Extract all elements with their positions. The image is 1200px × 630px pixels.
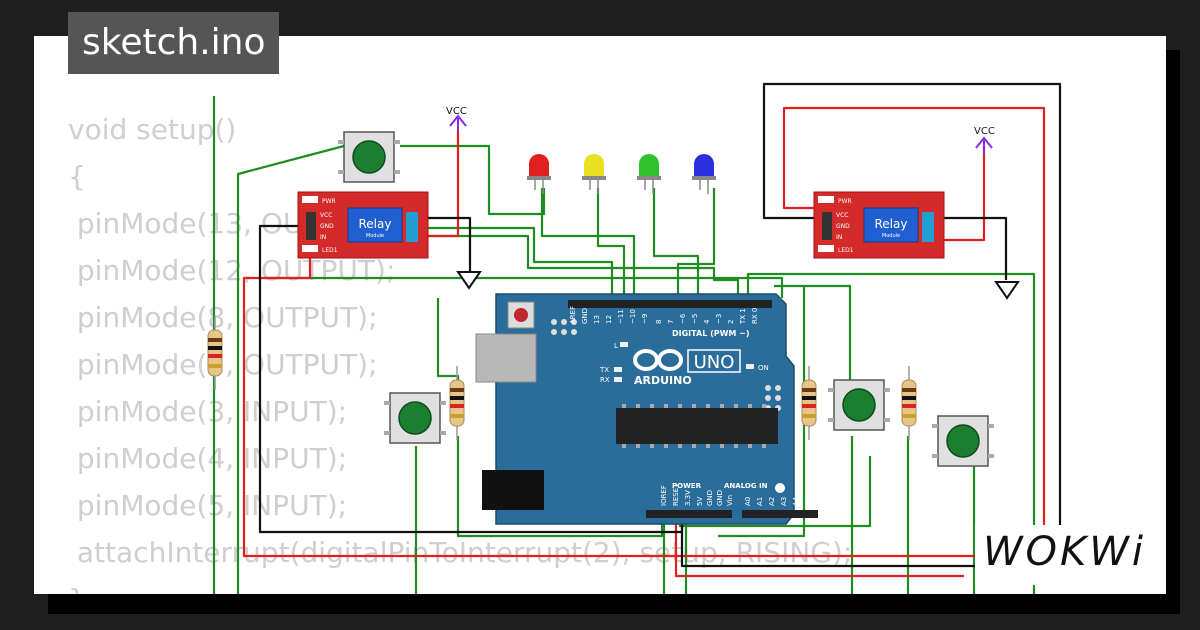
resistor <box>901 365 917 441</box>
pin-label: 3.3V <box>684 490 692 506</box>
pin-label: A2 <box>768 497 776 506</box>
arduino-uno-board: AREF GND 13 12 ~11 ~10 ~9 8 7 ~6 ~5 4 ~3… <box>475 293 818 525</box>
push-button[interactable] <box>931 415 995 467</box>
pin-label: RESET <box>672 483 680 506</box>
svg-text:LED1: LED1 <box>322 247 338 254</box>
brand-text: WOKWi <box>983 529 1146 575</box>
code-line: pinMode(12, OUTPUT); <box>68 254 396 287</box>
svg-text:ON: ON <box>758 364 769 372</box>
preview-card: void setup(){ pinMode(13, OUTPUT); pinMo… <box>34 36 1166 594</box>
pin-label: GND <box>581 308 589 324</box>
push-button[interactable] <box>383 392 447 444</box>
svg-text:GND: GND <box>320 223 334 230</box>
pin-label: 8 <box>655 320 663 324</box>
svg-text:GND: GND <box>836 223 850 230</box>
green-wires <box>212 96 1036 594</box>
svg-text:Relay: Relay <box>875 217 908 231</box>
pin-label: Vin <box>726 495 734 506</box>
relay-module: PWR LED1 VCC GND IN Relay Module <box>297 191 429 259</box>
svg-text:VCC: VCC <box>836 212 848 219</box>
pin-label: GND <box>706 490 714 506</box>
code-line: } <box>68 576 852 594</box>
push-button[interactable] <box>337 131 401 183</box>
code-line: attachInterrupt(digitalPinToInterrupt(2)… <box>68 536 853 569</box>
red-led <box>526 153 552 195</box>
black-wires <box>258 82 1062 568</box>
pin-label: TX 1 <box>739 308 747 325</box>
code-line: { <box>68 160 86 193</box>
yellow-led <box>581 153 607 195</box>
pin-label: ~9 <box>641 314 649 324</box>
svg-text:ARDUINO: ARDUINO <box>634 374 692 387</box>
circuit-diagram: VCC VCC PWR LED1 VCC GND IN Relay Mod <box>207 82 1062 594</box>
svg-text:ANALOG IN: ANALOG IN <box>724 482 768 490</box>
push-button[interactable] <box>827 379 891 431</box>
pin-label: 2 <box>727 320 735 324</box>
ground-icon <box>994 281 1020 300</box>
pin-label: GND <box>716 490 724 506</box>
svg-text:LED1: LED1 <box>838 247 854 254</box>
pin-label: A1 <box>756 497 764 506</box>
ground-icon <box>456 271 482 290</box>
pin-label: A5 <box>804 497 812 506</box>
svg-text:Module: Module <box>366 233 384 239</box>
pin-label: ~11 <box>617 309 625 324</box>
svg-text:PWR: PWR <box>838 198 852 205</box>
svg-text:Module: Module <box>882 233 900 239</box>
svg-text:IN: IN <box>320 234 326 241</box>
svg-text:IN: IN <box>836 234 842 241</box>
model-label: UNO <box>694 352 735 373</box>
blue-led <box>691 153 717 195</box>
vcc-icon <box>449 114 993 154</box>
svg-text:PWR: PWR <box>322 198 336 205</box>
pin-label: A0 <box>744 497 752 506</box>
pin-label: RX 0 <box>751 308 759 324</box>
pin-label: A4 <box>792 496 800 506</box>
pin-label: 12 <box>605 315 613 324</box>
wokwi-logo: WOKWi <box>975 525 1165 585</box>
digital-label: DIGITAL (PWM ~) <box>672 329 750 338</box>
relay-module: PWR LED1 VCC GND IN Relay Module <box>813 191 945 259</box>
pin-label: IOREF <box>660 485 668 506</box>
vcc-label: VCC <box>974 126 995 137</box>
pin-label: 4 <box>703 319 711 324</box>
svg-text:TX: TX <box>599 366 609 374</box>
arduino-logo-icon <box>633 349 683 371</box>
vcc-label: VCC <box>446 106 467 117</box>
green-led <box>636 153 662 195</box>
code-line: pinMode(8, OUTPUT); <box>68 301 378 334</box>
pin-label: ~6 <box>679 313 687 324</box>
resistor <box>207 315 223 391</box>
code-line: void setup() <box>68 113 237 146</box>
svg-text:L: L <box>614 342 618 350</box>
svg-text:POWER: POWER <box>672 482 702 490</box>
svg-text:RX: RX <box>600 376 610 384</box>
pin-label: AREF <box>569 306 577 324</box>
pin-label: A3 <box>780 497 788 506</box>
pin-label: ~3 <box>715 314 723 324</box>
file-title: sketch.ino <box>68 12 280 74</box>
svg-text:VCC: VCC <box>320 212 332 219</box>
pin-label: ~10 <box>629 309 637 324</box>
pin-label: 7 <box>667 320 675 324</box>
pin-label: 13 <box>593 315 601 324</box>
svg-text:Relay: Relay <box>359 217 392 231</box>
pin-label: ~5 <box>691 314 699 324</box>
pin-label: 5V <box>696 497 704 506</box>
